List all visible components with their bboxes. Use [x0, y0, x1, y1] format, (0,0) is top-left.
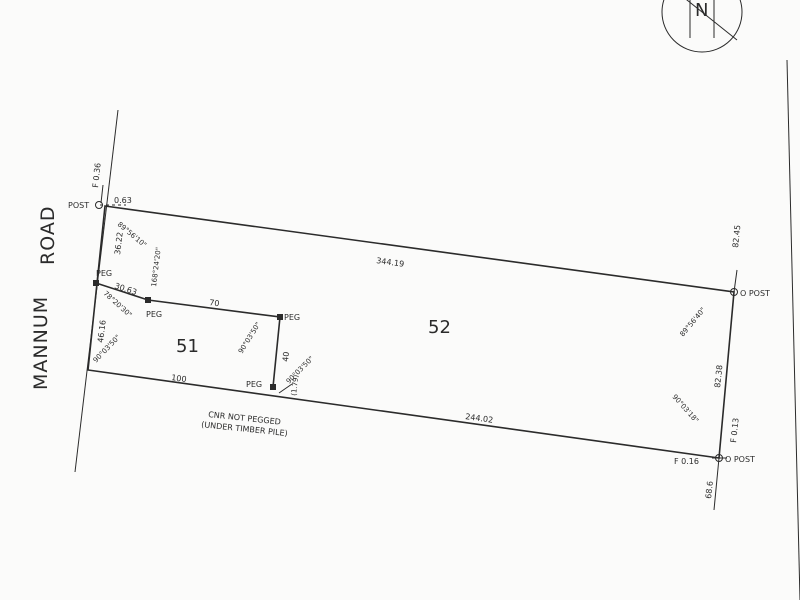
lot51-boundary [95, 282, 281, 388]
lot-51-label: 51 [176, 336, 199, 357]
angle-peg-upper: 168°24'20" [150, 247, 163, 288]
dim-west-upper: 36.22 [113, 231, 125, 255]
dim-east-upper: 82.45 [731, 224, 742, 248]
label-peg-lot51-west: PEG [146, 310, 162, 319]
road-name-road: ROAD [37, 206, 59, 265]
post-marker-nw [95, 201, 103, 209]
dim-lot51-top: 70 [209, 298, 220, 308]
lot51-se-arrow [278, 383, 293, 394]
peg-marker-lot51-west [145, 297, 151, 303]
angle-se: 90°03'18" [671, 393, 701, 425]
dim-lot51-east-extra: (1.79) [290, 374, 300, 396]
post-marker-ne [730, 288, 738, 296]
post-marker-se [715, 454, 723, 462]
north-letter: N [695, 0, 708, 21]
angle-ne: 89°56'40" [678, 306, 707, 338]
dim-fence-nw: F 0.36 [91, 162, 103, 188]
dim-post-offset: 0.63 [114, 196, 132, 205]
dim-fence-se-horizontal: F 0.16 [674, 457, 699, 466]
lot-52-label: 52 [428, 317, 451, 338]
dim-south-extension: 68.6 [704, 481, 715, 500]
label-peg-lot51-se: PEG [246, 380, 262, 389]
dim-bottom-left: 100 [171, 373, 187, 384]
road-name-mannum: MANNUM [30, 296, 52, 390]
dim-fence-se-vertical: F 0.13 [729, 417, 741, 443]
nw-extension [100, 184, 104, 204]
dim-top-boundary: 344.19 [376, 256, 405, 269]
lot-boundary [87, 205, 735, 459]
peg-marker-west [93, 280, 99, 286]
dim-lot51-east: 40 [281, 351, 291, 362]
angle-lot51-ne: 90°03'50" [237, 321, 263, 355]
dim-bottom-right: 244.02 [465, 412, 494, 425]
peg-marker-lot51-se [270, 384, 276, 390]
label-post-se: O POST [725, 455, 755, 464]
east-extension-south [713, 457, 720, 511]
label-post-ne: O POST [740, 289, 770, 298]
label-peg-west: PEG [96, 269, 112, 278]
sheet-edge [786, 59, 800, 600]
dim-west-lower: 46.16 [96, 319, 108, 343]
label-peg-lot51-ne: PEG [284, 313, 300, 322]
dim-peg-link: 30.63 [113, 281, 138, 297]
north-arrow-icon: N [661, 0, 743, 53]
peg-marker-lot51-ne [277, 314, 283, 320]
dim-east-lower: 82.38 [713, 364, 724, 388]
label-post-nw: POST [68, 201, 89, 210]
